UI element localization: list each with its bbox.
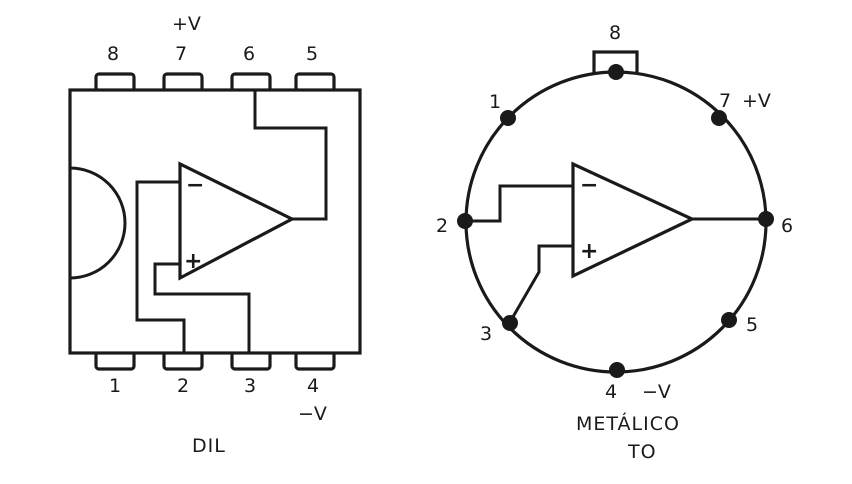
dil-label-pin-2: 2 [177, 375, 189, 397]
to-pin-dot-3 [502, 315, 518, 331]
to-pin-dot-7 [711, 110, 727, 126]
to-label-supply-minus: −V [642, 381, 671, 403]
dil-label-pin-7: 7 [175, 43, 187, 65]
dil-label-pin-1: 1 [109, 375, 121, 397]
to-pin-dot-8 [608, 64, 624, 80]
dil-label-pin-8: 8 [107, 43, 119, 65]
to-pin-dot-1 [500, 110, 516, 126]
dil-label-pin-3: 3 [244, 375, 256, 397]
dil-wire-pin2-inverting [135, 180, 186, 353]
to-wire-pin3-noninverting [508, 244, 573, 323]
to-opamp-triangle [571, 161, 696, 279]
to-label-pin-3: 3 [480, 323, 492, 345]
dil-label-pin-6: 6 [243, 43, 255, 65]
to-minus-sign: − [580, 173, 598, 198]
dil-label-pin-4: 4 [307, 375, 319, 397]
dil-notch [69, 166, 127, 280]
dil-package: − + +V 8 7 6 5 1 2 3 4 −V DIL [68, 13, 362, 457]
to-label-pin-5: 5 [746, 314, 758, 336]
to-pin-dot-2 [457, 213, 473, 229]
dil-caption: DIL [192, 435, 226, 457]
to-package: − + 8 1 7 +V 2 6 3 5 4 −V METÁLICO TO [436, 22, 793, 463]
to-wire-pin2-inverting [464, 184, 573, 223]
dil-label-supply-plus: +V [172, 13, 201, 35]
to-label-pin-4: 4 [605, 381, 617, 403]
to-caption-line2: TO [627, 441, 657, 463]
to-label-pin-1: 1 [489, 91, 501, 113]
to-pin-dot-6 [758, 211, 774, 227]
dil-minus-sign: − [186, 173, 204, 198]
to-caption-line1: METÁLICO [576, 412, 680, 435]
to-pin-dot-4 [609, 362, 625, 378]
to-label-pin-2: 2 [436, 215, 448, 237]
to-label-pin-7: 7 [719, 90, 731, 112]
dil-label-pin-5: 5 [306, 43, 318, 65]
dil-label-supply-minus: −V [298, 403, 327, 425]
to-label-pin-6: 6 [781, 215, 793, 237]
dil-plus-sign: + [184, 249, 202, 274]
to-label-pin-8: 8 [609, 22, 621, 44]
to-label-supply-plus: +V [742, 90, 771, 112]
dil-opamp-triangle [178, 161, 296, 281]
dil-wire-pin3-noninverting [153, 262, 251, 353]
to-pin-dot-5 [721, 312, 737, 328]
dil-wire-pin6-output [253, 90, 328, 221]
to-plus-sign: + [580, 239, 598, 264]
